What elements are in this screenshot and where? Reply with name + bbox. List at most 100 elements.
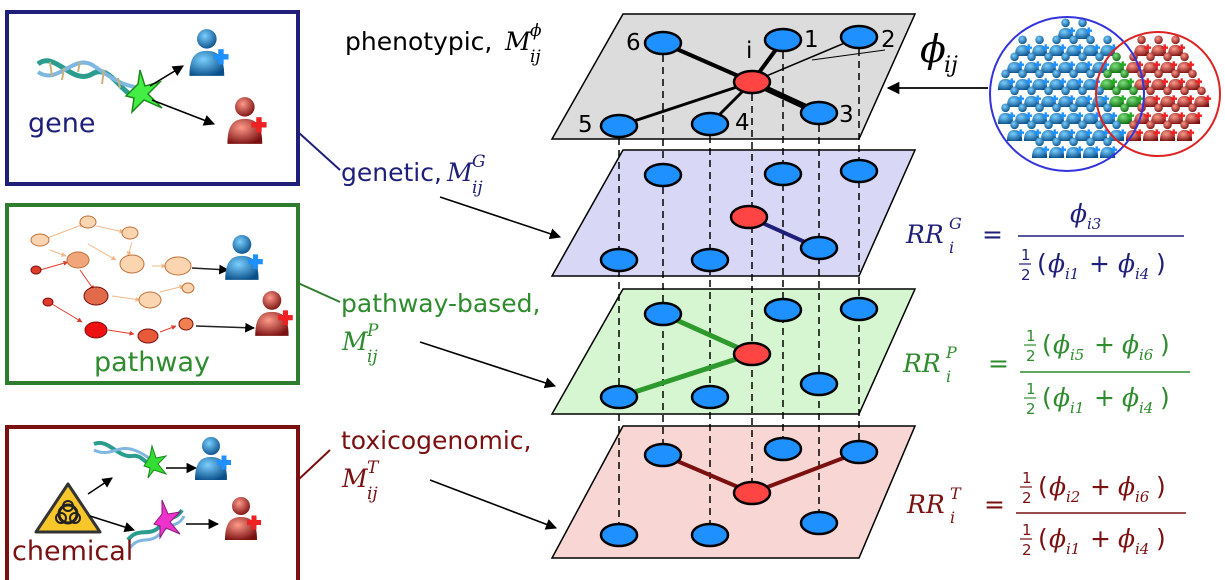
layer-label-toxicogenomic: toxicogenomic, M T ij xyxy=(341,426,532,504)
svg-text:(: ( xyxy=(1037,249,1047,278)
genetic-nodes xyxy=(599,158,879,273)
patient-icon xyxy=(1099,35,1118,56)
patient-icon xyxy=(1133,35,1152,56)
formula-genetic: RR G i = ϕ i3 1 2 ( ϕ i1 + ϕ i4 ) xyxy=(905,199,1184,284)
formula-toxicogenomic-num-sub1: i2 xyxy=(1066,488,1080,506)
formula-genetic-den-phi1: ϕ xyxy=(1048,249,1065,278)
formula-toxicogenomic-den-phi2: ϕ xyxy=(1118,524,1135,553)
layer-label-genetic-symbol: M xyxy=(446,158,474,187)
layer-label-pathway-sup: P xyxy=(366,321,379,341)
svg-text:(: ( xyxy=(1042,330,1052,359)
phenotypic-nodes xyxy=(599,24,879,139)
formula-genetic-lhs: RR xyxy=(905,220,944,249)
formula-genetic-num-sub: i3 xyxy=(1087,215,1101,233)
venn-diagram-icon xyxy=(989,16,1221,172)
node-label-4: 4 xyxy=(735,110,750,136)
formula-pathway-lhs: RR xyxy=(902,349,941,378)
formula-pathway-den-plus: + xyxy=(1094,383,1115,412)
chemical-label: chemical xyxy=(12,536,133,567)
formula-toxicogenomic-num-phi2: ϕ xyxy=(1118,472,1135,501)
svg-text:(: ( xyxy=(1042,383,1052,412)
layer-label-genetic-sub: ij xyxy=(472,178,483,198)
biohazard-icon xyxy=(34,482,102,534)
formula-pathway-num-phi1: ϕ xyxy=(1053,330,1070,359)
layer-label-toxicogenomic-word: toxicogenomic, xyxy=(341,426,532,455)
formula-pathway-num-plus: + xyxy=(1094,330,1115,359)
formula-pathway-num-sub1: i5 xyxy=(1070,346,1084,364)
layer-label-pathway-sub: ij xyxy=(367,347,378,367)
formula-pathway-den-phi1: ϕ xyxy=(1053,383,1070,412)
node-label-1: 1 xyxy=(804,27,819,53)
formula-toxicogenomic-den-half-den: 2 xyxy=(1022,541,1032,559)
node-labels: i 1 2 3 4 5 6 xyxy=(578,27,896,138)
venn-circle-red xyxy=(1095,31,1221,157)
formula-genetic-half-num: 1 xyxy=(1021,246,1031,264)
patient-icon xyxy=(1150,35,1169,56)
node-label-6: 6 xyxy=(626,30,641,56)
node-label-3: 3 xyxy=(839,102,854,128)
layer-label-genetic-word: genetic, xyxy=(341,158,442,187)
formula-pathway-num-sub2: i6 xyxy=(1139,346,1154,364)
formula-pathway-num-phi2: ϕ xyxy=(1122,330,1139,359)
formula-toxicogenomic-lhs: RR xyxy=(906,490,945,519)
svg-text:): ) xyxy=(1156,472,1166,501)
formula-pathway-eq: = xyxy=(988,349,1009,378)
pathway-label: pathway xyxy=(94,347,210,378)
phi-ij-label: ϕ ij xyxy=(920,27,958,78)
formula-toxicogenomic-den-sub1: i1 xyxy=(1066,540,1080,558)
mutation-star-icon xyxy=(124,69,163,115)
layer-label-phenotypic-sub: ij xyxy=(530,47,541,67)
layer-label-pathway: pathway-based, M P ij xyxy=(341,289,540,367)
gene-panel: gene xyxy=(5,10,300,186)
formula-toxicogenomic-sub: i xyxy=(950,508,955,527)
formula-pathway-sup: P xyxy=(945,343,957,362)
formula-toxicogenomic-eq: = xyxy=(984,490,1005,519)
layer-label-phenotypic-symbol: M xyxy=(504,27,532,56)
formula-pathway-den-phi2: ϕ xyxy=(1122,383,1139,412)
formula-toxicogenomic-den-plus: + xyxy=(1090,524,1111,553)
formula-pathway-num-half: 1 xyxy=(1026,327,1036,345)
venn-circle-blue xyxy=(989,16,1145,172)
pathway-network-icon xyxy=(30,215,255,344)
toxicogenomic-nodes xyxy=(599,436,879,548)
svg-text:): ) xyxy=(1156,249,1166,278)
patient-icon xyxy=(1014,35,1033,56)
layer-label-pathway-symbol: M xyxy=(341,327,369,356)
svg-text:): ) xyxy=(1156,524,1166,553)
layer-label-toxicogenomic-sup: T xyxy=(367,458,380,478)
formula-genetic-sub: i xyxy=(949,238,954,257)
formula-pathway-num-half-den: 2 xyxy=(1026,347,1036,365)
svg-text:): ) xyxy=(1160,330,1170,359)
mutation-star-icon xyxy=(143,444,168,479)
formula-toxicogenomic-num-half-den: 2 xyxy=(1022,489,1032,507)
phi-sub: ij xyxy=(944,53,958,78)
formula-toxicogenomic-den-half: 1 xyxy=(1022,521,1032,539)
formula-toxicogenomic: RR T i = 1 2 ( ϕ i2 + ϕ i6 ) 1 2 ( ϕ i1 … xyxy=(906,469,1186,559)
pathway-panel: pathway xyxy=(5,203,300,385)
formula-toxicogenomic-den-sub2: i4 xyxy=(1135,540,1149,558)
formula-pathway-sub: i xyxy=(946,367,951,386)
phi-symbol: ϕ xyxy=(920,27,946,71)
formula-pathway-den-half-den: 2 xyxy=(1026,400,1036,418)
formula-toxicogenomic-den-phi1: ϕ xyxy=(1049,524,1066,553)
layer-label-pathway-word: pathway-based, xyxy=(341,289,540,318)
formula-pathway-den-sub2: i4 xyxy=(1139,399,1153,417)
gene-label: gene xyxy=(28,108,95,139)
dna-icon xyxy=(36,58,141,99)
layer-label-genetic-sup: G xyxy=(472,152,486,172)
mutation-star-icon xyxy=(153,499,182,540)
formula-genetic-num: ϕ xyxy=(1070,199,1087,228)
node-label-5: 5 xyxy=(578,112,593,138)
formula-toxicogenomic-num-sub2: i6 xyxy=(1135,488,1150,506)
inter-layer-dashed-lines xyxy=(618,37,860,535)
formula-genetic-half-den: 2 xyxy=(1021,266,1031,284)
formula-genetic-den-sub1: i1 xyxy=(1065,265,1079,283)
formula-pathway-den-half: 1 xyxy=(1026,380,1036,398)
formula-toxicogenomic-num-half: 1 xyxy=(1022,469,1032,487)
layer-label-genetic: genetic, M G ij xyxy=(341,152,486,198)
layer-label-toxicogenomic-sub: ij xyxy=(367,484,378,504)
patient-icon xyxy=(1167,35,1186,56)
pathway-nodes xyxy=(599,296,879,410)
svg-text:(: ( xyxy=(1038,472,1048,501)
